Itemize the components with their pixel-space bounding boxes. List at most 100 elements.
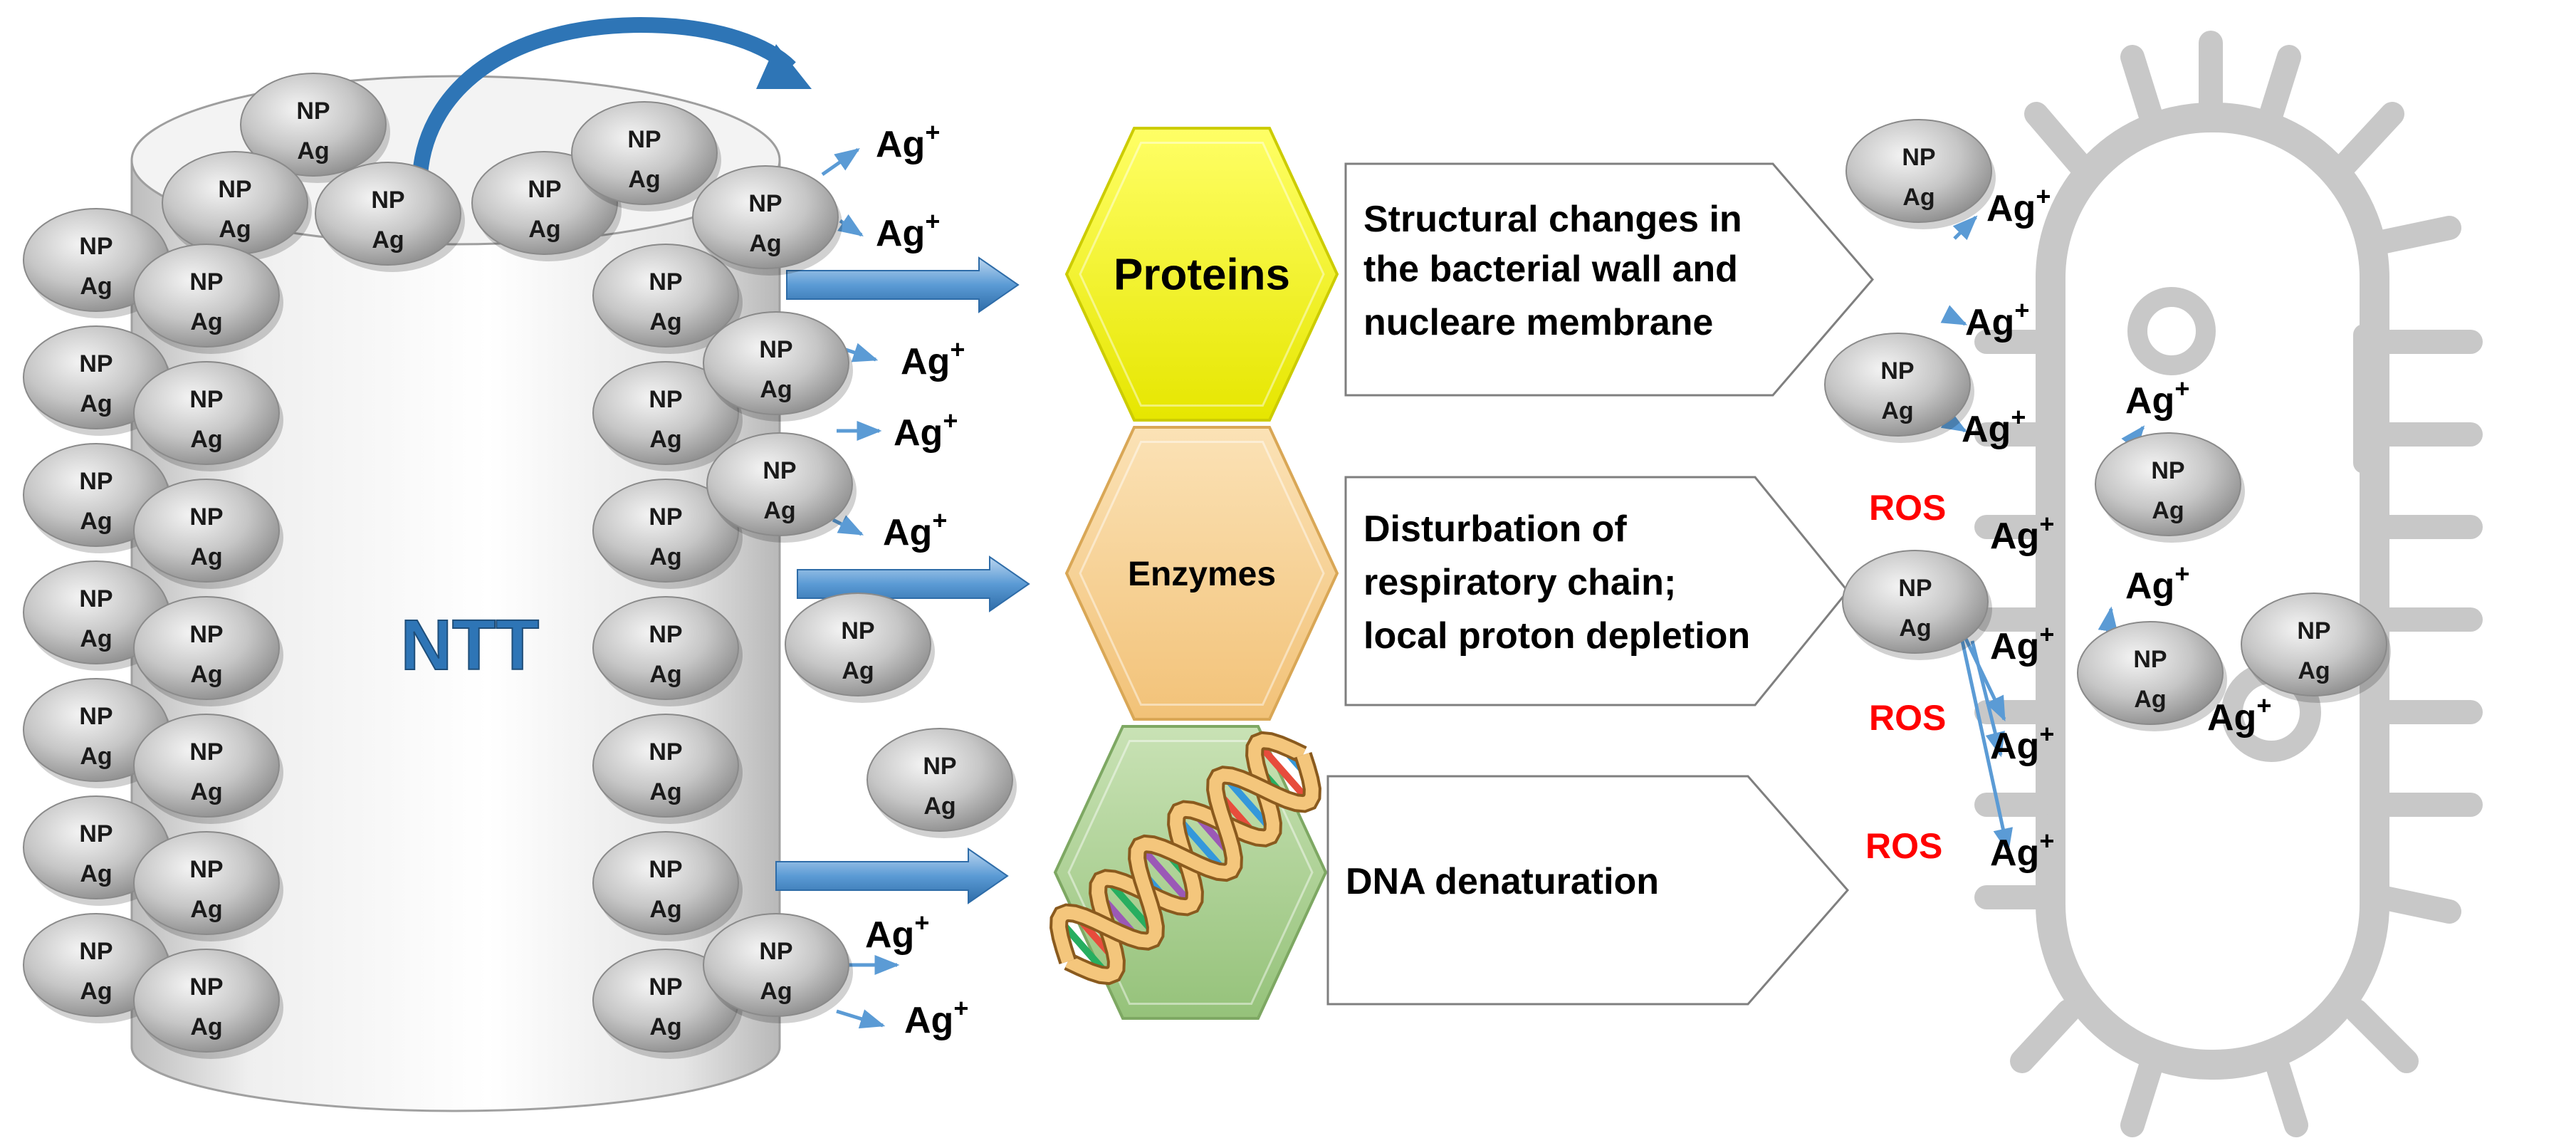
nanoparticle-label-ag: Ag bbox=[649, 896, 681, 923]
nanoparticle-label-np: NP bbox=[649, 268, 682, 296]
enzymes-hexagon-bevel bbox=[1079, 441, 1325, 706]
nanoparticle-label-ag: Ag bbox=[80, 743, 112, 770]
nanoparticle-body bbox=[133, 831, 280, 935]
release-arrow bbox=[832, 515, 864, 536]
nanoparticle-label-np: NP bbox=[649, 856, 682, 883]
nanoparticle-label-ag: Ag bbox=[219, 216, 251, 243]
proteins-hexagon-label: Proteins bbox=[1114, 251, 1290, 300]
silver-ion-base: Ag bbox=[1990, 726, 2039, 767]
nanoparticle-body bbox=[1824, 333, 1971, 437]
nanoparticle-label-ag: Ag bbox=[190, 1013, 222, 1040]
silver-ion-label: Ag+ bbox=[1986, 182, 2051, 229]
ros-label: ROS bbox=[1869, 488, 1946, 528]
effect-text-line: Structural changes in bbox=[1363, 199, 1742, 240]
nanoparticle-body bbox=[785, 593, 931, 696]
silver-ion-base: Ag bbox=[1965, 302, 2014, 343]
nanoparticle-body bbox=[592, 714, 739, 818]
nanoparticle-label-ag: Ag bbox=[80, 860, 112, 887]
nanoparticle-label-ag: Ag bbox=[649, 661, 681, 688]
effect-box-2 bbox=[1344, 476, 1849, 706]
effect-box-1 bbox=[1344, 162, 1874, 397]
curved-arrow-head bbox=[756, 44, 812, 89]
silver-ion-label: Ag+ bbox=[2207, 691, 2271, 738]
dna-base-pair bbox=[1137, 843, 1195, 907]
silver-ion-charge: + bbox=[925, 207, 940, 236]
release-arrow bbox=[2098, 606, 2118, 635]
silver-ion-label: Ag+ bbox=[1965, 296, 2029, 343]
nanoparticle-body bbox=[2077, 621, 2224, 725]
release-arrow bbox=[836, 1009, 886, 1029]
silver-ion-base: Ag bbox=[876, 124, 925, 165]
nanoparticle-label-ag: Ag bbox=[649, 778, 681, 805]
nanoparticle-label-np: NP bbox=[218, 176, 251, 203]
nanoparticle-label-np: NP bbox=[2297, 617, 2330, 644]
nanoparticle-body bbox=[1845, 119, 1992, 223]
nanoparticle-label-ag: Ag bbox=[842, 657, 874, 684]
nanoparticle-label-ag: Ag bbox=[80, 390, 112, 417]
block-arrow-icon bbox=[786, 256, 1020, 313]
nanoparticle-label-ag: Ag bbox=[749, 230, 781, 257]
nanoparticle-label-np: NP bbox=[79, 820, 112, 847]
nanoparticle-label-np: NP bbox=[189, 974, 223, 1001]
nanoparticle-label-ag: Ag bbox=[1902, 184, 1934, 211]
effect-text-line: Disturbation of bbox=[1363, 508, 1627, 550]
silver-ion-label: Ag+ bbox=[865, 908, 929, 956]
silver-nanoparticle: NP Ag bbox=[592, 596, 743, 706]
nanoparticle-body bbox=[133, 949, 280, 1053]
silver-ion-charge: + bbox=[943, 406, 958, 435]
release-arrow bbox=[1963, 636, 2006, 722]
nanoparticle-label-np: NP bbox=[759, 938, 792, 965]
release-arrow bbox=[1970, 640, 2005, 758]
nanoparticle-body bbox=[592, 361, 739, 465]
silver-ion-charge: + bbox=[950, 335, 965, 364]
silver-ion-base: Ag bbox=[894, 412, 943, 454]
silver-ion-label: Ag+ bbox=[901, 335, 965, 382]
effect-text-line: respiratory chain; bbox=[1363, 562, 1676, 603]
nanoparticle-body bbox=[571, 101, 718, 205]
release-arrow bbox=[837, 214, 864, 237]
dna-helix-icon bbox=[1049, 731, 1321, 986]
effect-text-line: DNA denaturation bbox=[1346, 861, 1659, 902]
silver-ion-charge: + bbox=[2174, 559, 2189, 588]
nanoparticle-body bbox=[592, 831, 739, 935]
proteins-hexagon bbox=[1064, 127, 1339, 422]
silver-ion-base: Ag bbox=[2207, 697, 2256, 738]
nanoparticle-label-ag: Ag bbox=[80, 978, 112, 1005]
nanoparticle-label-np: NP bbox=[1880, 357, 1914, 385]
nanoparticle-label-ag: Ag bbox=[80, 625, 112, 652]
effect-text-line: local proton depletion bbox=[1363, 615, 1750, 657]
nanoparticle-label-np: NP bbox=[189, 503, 223, 531]
enzymes-hexagon-label: Enzymes bbox=[1128, 555, 1276, 593]
release-arrow bbox=[1952, 215, 1978, 241]
nanoparticle-label-np: NP bbox=[2151, 457, 2184, 484]
nanoparticle-label-ag: Ag bbox=[80, 273, 112, 300]
dna-hexagon-bevel bbox=[1067, 740, 1314, 1005]
nanoparticle-label-np: NP bbox=[649, 621, 682, 648]
nanoparticle-label-ag: Ag bbox=[763, 497, 795, 524]
ros-label: ROS bbox=[1865, 826, 1942, 866]
nanoparticle-label-ag: Ag bbox=[190, 778, 222, 805]
release-arrow bbox=[821, 147, 860, 177]
nanoparticle-label-ag: Ag bbox=[2298, 657, 2330, 684]
nanoparticle-label-np: NP bbox=[528, 176, 561, 203]
silver-ion-label: Ag+ bbox=[904, 993, 968, 1041]
nanoparticle-label-np: NP bbox=[79, 350, 112, 377]
nanoparticle-label-ag: Ag bbox=[190, 543, 222, 570]
nanoparticle-body bbox=[692, 165, 839, 269]
nanoparticle-body bbox=[592, 479, 739, 583]
silver-ion-base: Ag bbox=[1990, 516, 2039, 557]
silver-ion-label: Ag+ bbox=[1990, 719, 2054, 767]
silver-ion-base: Ag bbox=[883, 512, 932, 553]
nanoparticle-body bbox=[1842, 550, 1989, 654]
silver-nanoparticle: NP Ag bbox=[23, 795, 173, 906]
silver-ion-charge: + bbox=[953, 993, 968, 1023]
